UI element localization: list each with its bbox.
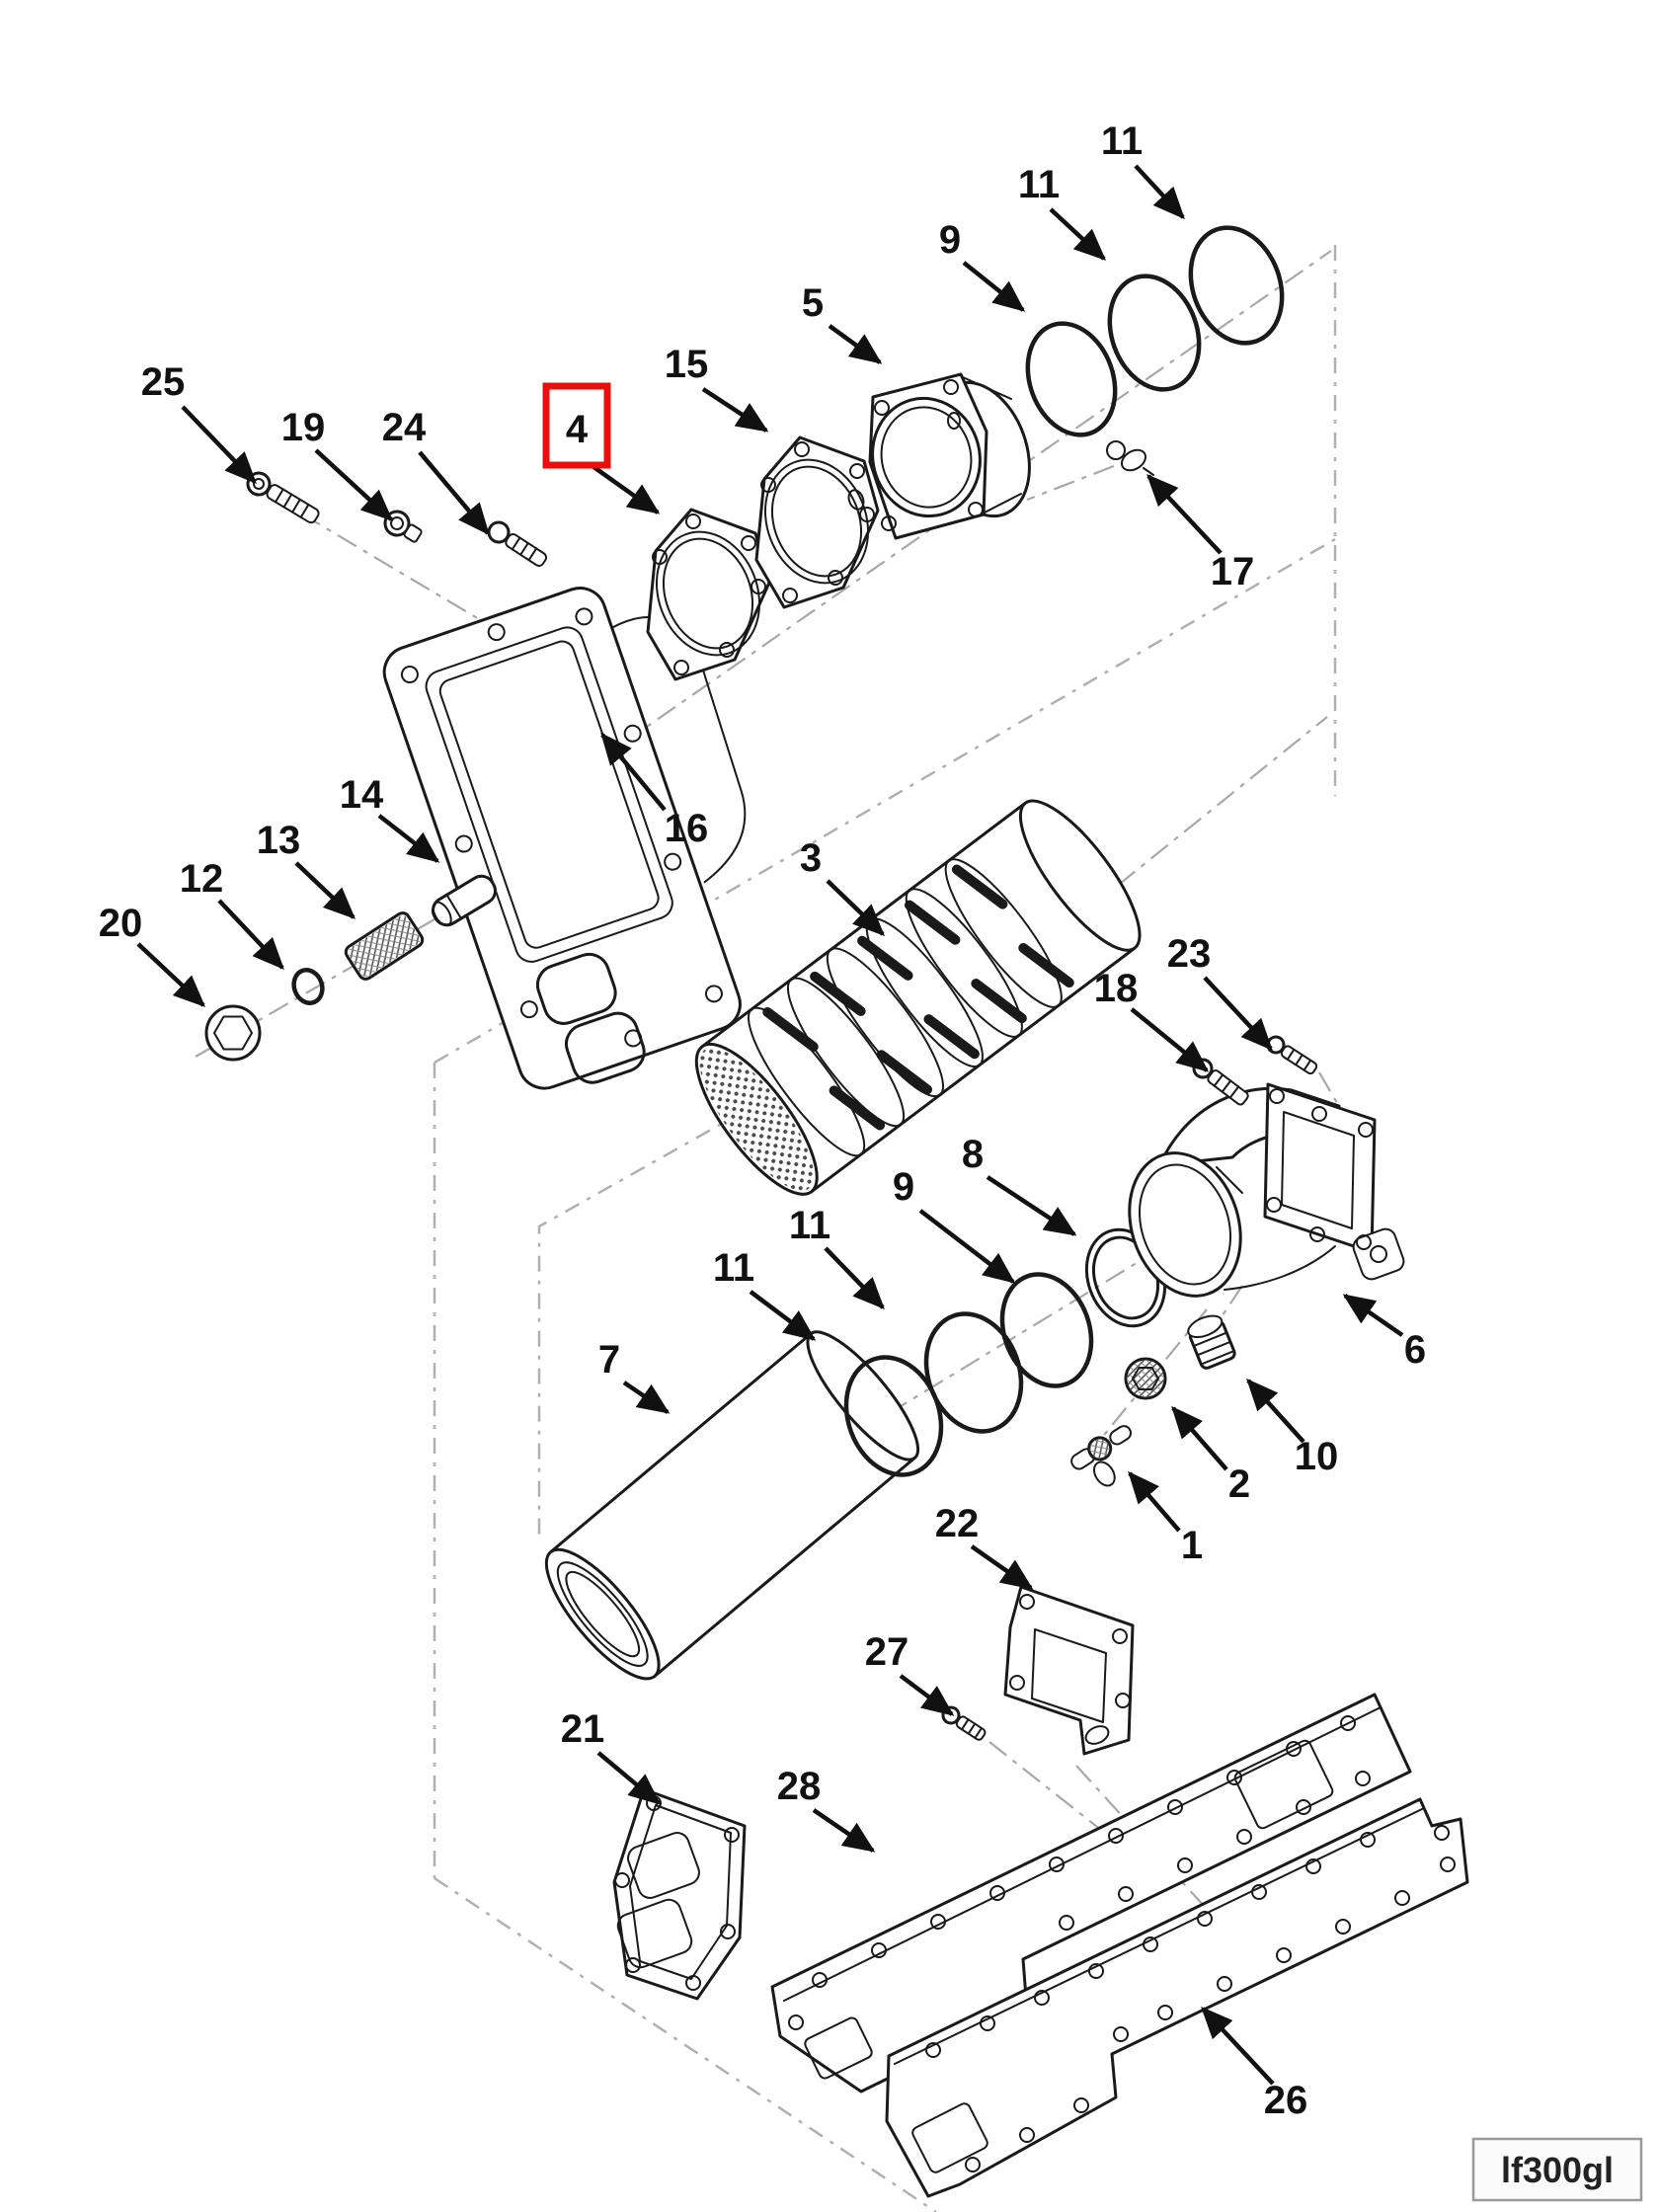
leader-25	[181, 405, 257, 485]
part-7-tube	[544, 1330, 920, 1681]
callout-11b[interactable]: 11	[1101, 119, 1143, 163]
callout-12[interactable]: 12	[180, 857, 224, 901]
callout-8[interactable]: 8	[962, 1133, 984, 1176]
part-2-fitting	[1124, 1357, 1167, 1400]
part-17-fitting	[1106, 440, 1154, 476]
leader-9b	[918, 1209, 1016, 1284]
leader-9a	[962, 261, 1026, 312]
callout-5[interactable]: 5	[802, 281, 824, 325]
callout-11a[interactable]: 11	[1018, 163, 1060, 206]
leader-4	[591, 464, 661, 514]
leader-arrows	[136, 164, 1404, 2086]
callout-18[interactable]: 18	[1094, 967, 1139, 1010]
part-26-cooler-plate	[885, 1797, 1469, 2198]
callout-28[interactable]: 28	[777, 1765, 822, 1808]
part-12-oring	[291, 968, 325, 1005]
leader-6	[1342, 1294, 1404, 1337]
callout-16[interactable]: 16	[665, 807, 709, 850]
leader-11c	[824, 1246, 885, 1310]
callout-9b[interactable]: 9	[893, 1165, 914, 1209]
drawing-code-label: lf300gl	[1501, 2150, 1614, 2190]
leader-7	[622, 1381, 671, 1414]
leader-28	[812, 1808, 876, 1853]
leader-17	[1146, 473, 1223, 555]
callout-15[interactable]: 15	[665, 343, 709, 386]
part-13-spring	[344, 911, 425, 981]
part-25-stud	[246, 471, 320, 524]
part-6-housing	[1128, 1082, 1405, 1298]
callout-11c[interactable]: 11	[789, 1204, 830, 1247]
callout-23[interactable]: 23	[1167, 932, 1212, 976]
leader-10	[1246, 1378, 1305, 1444]
leader-26	[1201, 2006, 1275, 2086]
leader-5	[828, 324, 883, 364]
leader-20	[136, 942, 206, 1007]
part-3-cooler-core	[694, 799, 1142, 1196]
leader-24	[418, 450, 490, 536]
part-11-oring	[923, 1311, 1024, 1434]
callout-4[interactable]: 4	[566, 408, 589, 451]
leader-16	[600, 732, 667, 812]
callout-22[interactable]: 22	[935, 1502, 980, 1545]
leader-18	[1130, 1007, 1210, 1072]
leader-11b	[1134, 164, 1185, 220]
leader-12	[217, 899, 284, 971]
callout-2[interactable]: 2	[1228, 1462, 1250, 1506]
part-15-gasket	[754, 435, 880, 609]
leader-11a	[1049, 207, 1107, 261]
part-4-gasket	[646, 508, 771, 681]
part-16-cover-housing	[382, 587, 747, 1090]
callout-25[interactable]: 25	[141, 360, 186, 404]
part-23-bolt	[1266, 1035, 1318, 1075]
callout-6[interactable]: 6	[1404, 1328, 1426, 1372]
callout-13[interactable]: 13	[257, 819, 301, 862]
part-10-plug	[1187, 1314, 1236, 1370]
part-24-bolt	[487, 520, 548, 567]
leader-22	[970, 1544, 1034, 1590]
callout-19[interactable]: 19	[281, 406, 326, 449]
part-1-drain-cock	[1070, 1425, 1132, 1487]
callout-27[interactable]: 27	[865, 1630, 909, 1674]
part-14-pin	[431, 874, 498, 927]
leader-21	[596, 1751, 662, 1805]
callout-24[interactable]: 24	[382, 406, 427, 449]
part-11-oring	[1107, 274, 1202, 392]
callout-7[interactable]: 7	[598, 1338, 620, 1382]
leader-2	[1171, 1405, 1228, 1471]
highlight-box-callout-4	[542, 382, 611, 469]
drawing-code-box: lf300gl	[1471, 2137, 1643, 2202]
leader-8	[986, 1175, 1077, 1236]
leader-14	[377, 814, 440, 863]
callout-1[interactable]: 1	[1181, 1524, 1203, 1567]
callout-20[interactable]: 20	[99, 902, 143, 945]
callout-11d[interactable]: 11	[713, 1246, 754, 1290]
leader-11d	[749, 1290, 817, 1341]
callout-17[interactable]: 17	[1211, 550, 1255, 593]
callout-21[interactable]: 21	[561, 1707, 605, 1751]
parts	[204, 225, 1469, 2198]
callout-26[interactable]: 26	[1264, 2079, 1308, 2122]
part-21-gasket	[612, 1787, 747, 2001]
leader-23	[1203, 976, 1273, 1052]
part-11-oring	[1188, 225, 1285, 346]
leader-27	[899, 1674, 955, 1716]
part-28-plate-gasket	[770, 1693, 1412, 2094]
callout-labels: 25 19 24 4 15 5 9 11 11 17 16 14 13 12 2…	[99, 119, 1426, 2122]
leader-3	[826, 879, 886, 936]
leader-13	[294, 861, 356, 919]
part-9-oring	[999, 1272, 1094, 1388]
callout-3[interactable]: 3	[800, 836, 822, 880]
leader-1	[1128, 1470, 1181, 1533]
part-5-adapter	[868, 372, 1031, 540]
callout-10[interactable]: 10	[1295, 1435, 1339, 1478]
part-9-oring	[1025, 321, 1118, 437]
part-20-plug	[204, 1004, 262, 1062]
callout-9a[interactable]: 9	[939, 218, 961, 262]
leader-19	[314, 448, 394, 521]
leader-15	[701, 387, 769, 433]
callout-14[interactable]: 14	[340, 773, 384, 817]
part-22-cover-gasket	[1003, 1585, 1135, 1756]
